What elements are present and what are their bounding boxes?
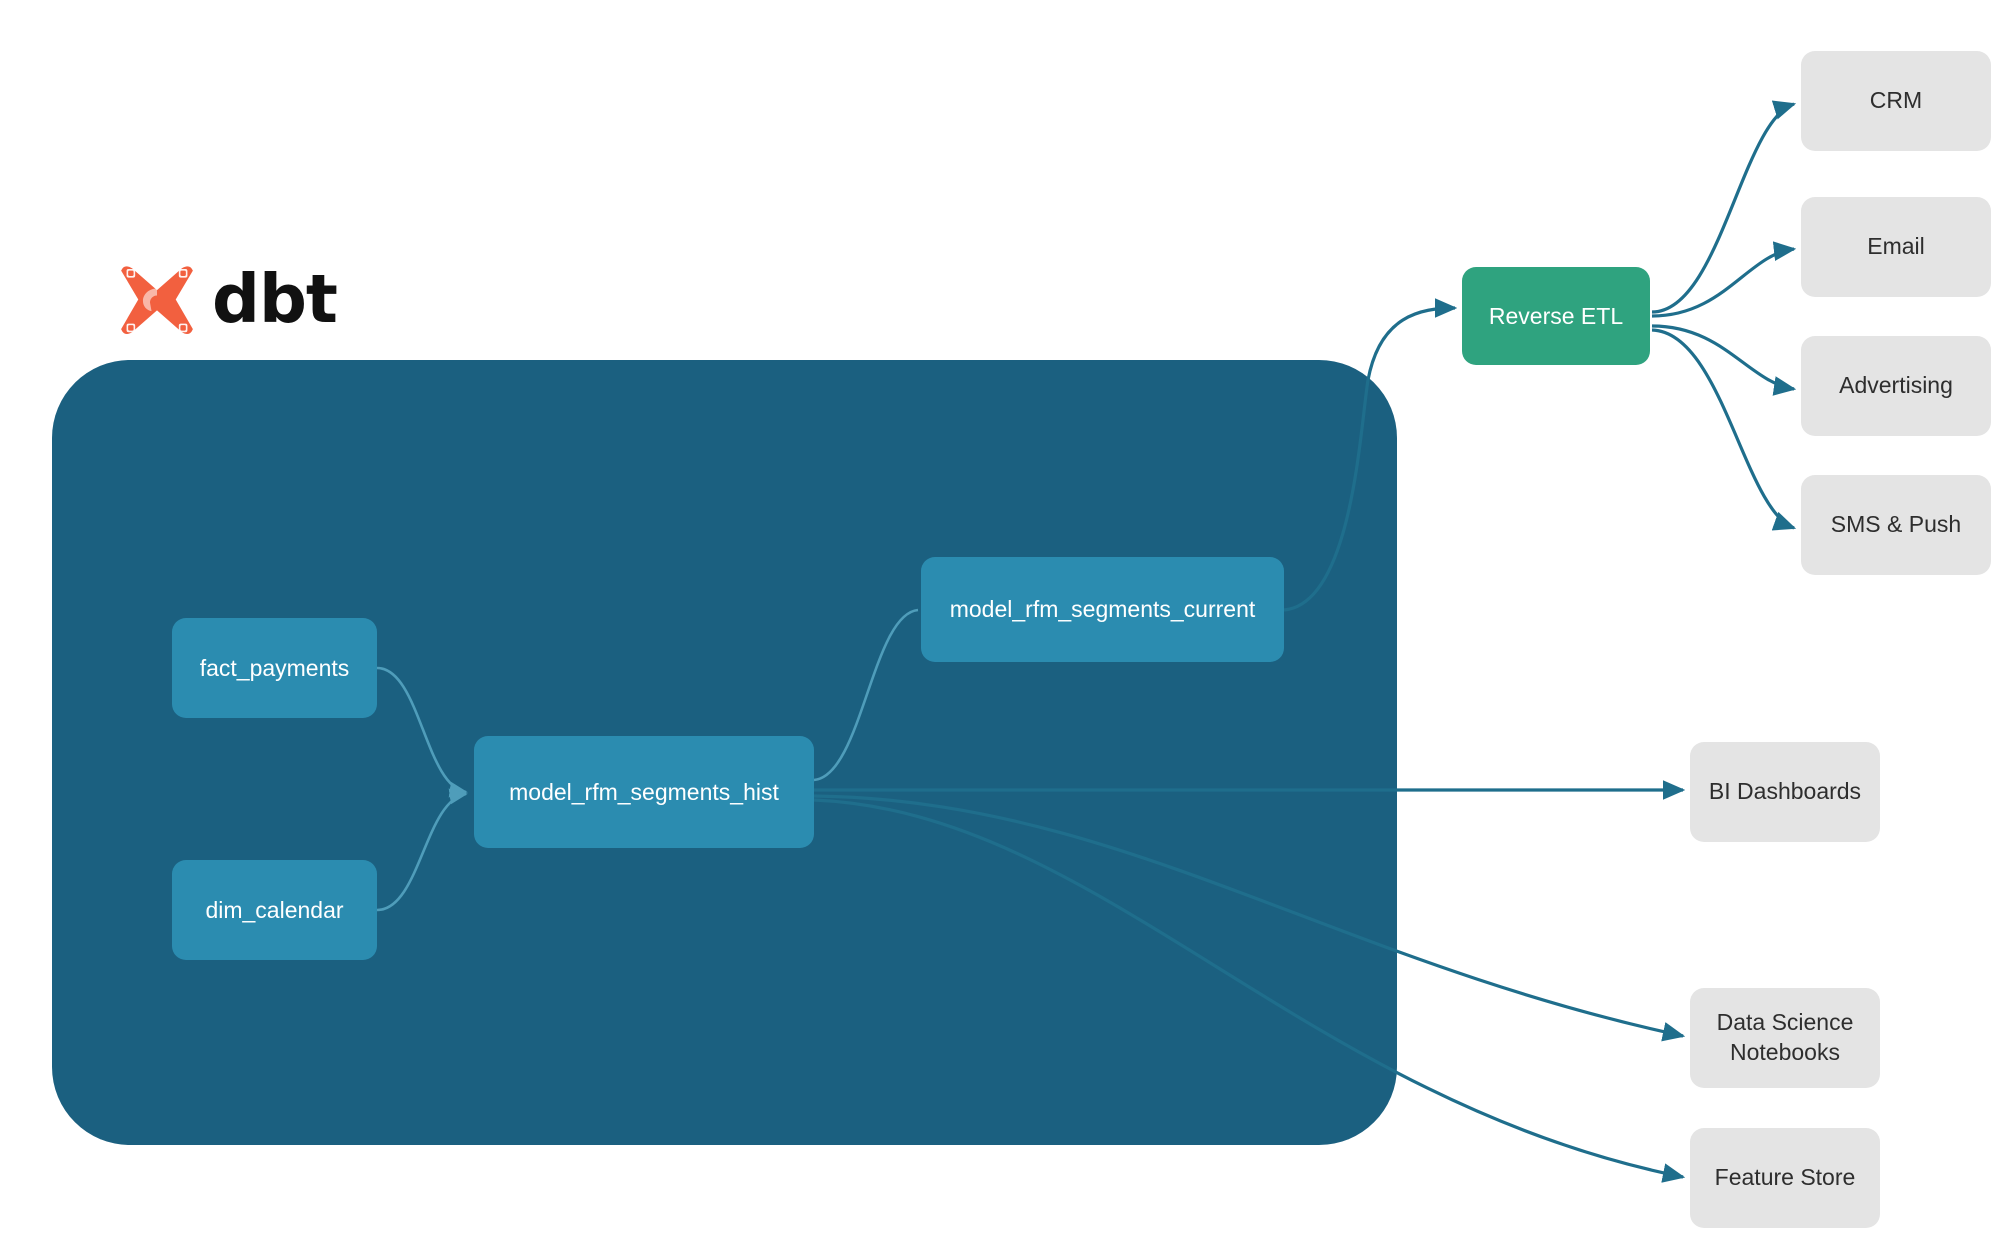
edge-reverse-etl-to-advertising [1651, 324, 1797, 396]
node-model-rfm-segments-current[interactable]: model_rfm_segments_current [921, 557, 1284, 662]
node-label: model_rfm_segments_hist [509, 778, 779, 805]
node-sms-push[interactable]: SMS & Push [1801, 475, 1991, 575]
dbt-logo-icon [121, 266, 193, 334]
node-email[interactable]: Email [1801, 197, 1991, 297]
dbt-wordmark: dbt [212, 259, 338, 338]
edge-reverse-etl-to-crm [1651, 100, 1797, 314]
edge-reverse-etl-to-email [1651, 241, 1797, 318]
node-model-rfm-segments-hist[interactable]: model_rfm_segments_hist [474, 736, 814, 848]
node-label: BI Dashboards [1708, 778, 1862, 805]
node-data-science-notebooks[interactable]: Data Science Notebooks [1690, 988, 1880, 1088]
node-label: SMS & Push [1830, 511, 1962, 538]
node-label: Reverse ETL [1488, 302, 1624, 329]
node-label: model_rfm_segments_current [949, 596, 1256, 622]
node-label: Advertising [1839, 372, 1953, 399]
node-label: Email [1867, 233, 1925, 260]
edge-group-reverse-etl-fanout [1651, 100, 1797, 531]
node-dim-calendar[interactable]: dim_calendar [172, 860, 377, 960]
node-feature-store[interactable]: Feature Store [1690, 1128, 1880, 1228]
dbt-logo: dbt [118, 258, 338, 344]
node-bi-dashboards[interactable]: BI Dashboards [1690, 742, 1880, 842]
node-label-line2: Notebooks [1730, 1039, 1840, 1065]
node-reverse-etl[interactable]: Reverse ETL [1462, 267, 1650, 365]
node-crm[interactable]: CRM [1801, 51, 1991, 151]
edge-reverse-etl-to-sms-push [1651, 328, 1797, 531]
node-advertising[interactable]: Advertising [1801, 336, 1991, 436]
node-label: dim_calendar [205, 896, 344, 923]
node-label: Feature Store [1714, 1164, 1856, 1191]
node-label: CRM [1869, 87, 1923, 114]
node-fact-payments[interactable]: fact_payments [172, 618, 377, 718]
node-label: Data Science Notebooks [1717, 1008, 1854, 1068]
node-label: fact_payments [199, 654, 350, 681]
node-label-line1: Data Science [1716, 1009, 1854, 1036]
